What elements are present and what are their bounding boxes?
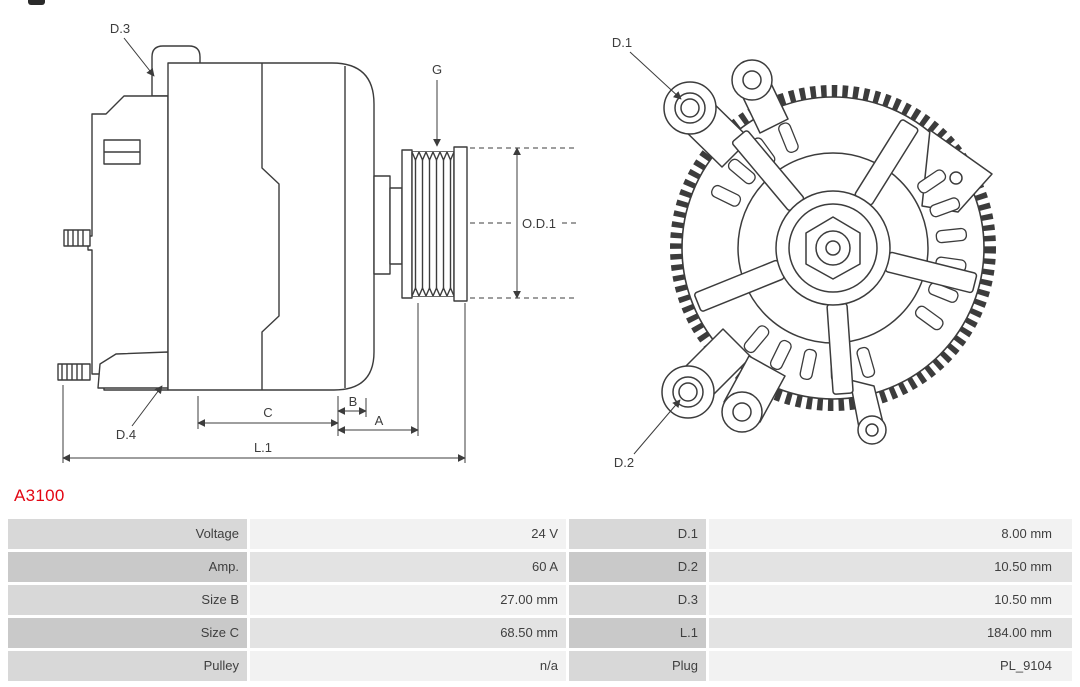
spec-value-cell: 24 V: [250, 519, 566, 549]
spec-label2-cell: L.1: [569, 618, 706, 648]
stator-teeth-ring: [670, 85, 996, 411]
housing-parting-line: [261, 63, 280, 390]
front-view: D.1 D.2: [612, 35, 996, 470]
dimension-lines: [62, 147, 580, 462]
spec-label-cell: Pulley: [8, 651, 247, 681]
alternator-drawing-svg: D.3 D.4 G O.D.1 C B A L.1: [57, 21, 996, 470]
label-d4: D.4: [116, 427, 136, 442]
spec-label2-cell: D.1: [569, 519, 706, 549]
spec-label2-cell: D.2: [569, 552, 706, 582]
mounting-lug-top: [731, 59, 789, 134]
spec-label2-cell: Plug: [569, 651, 706, 681]
bracket-spokes: [694, 119, 978, 395]
front-leader-lines: [629, 51, 682, 455]
label-a: A: [375, 413, 384, 428]
label-od1: O.D.1: [522, 216, 556, 231]
label-d3: D.3: [110, 21, 130, 36]
label-d1: D.1: [612, 35, 632, 50]
mounting-stud: [57, 363, 91, 381]
spec-value2-cell: 8.00 mm: [709, 519, 1072, 549]
label-d2: D.2: [614, 455, 634, 470]
spec-label2-cell: D.3: [569, 585, 706, 615]
terminal-stud: [63, 229, 91, 247]
spec-value-cell: n/a: [250, 651, 566, 681]
spec-value-cell: 68.50 mm: [250, 618, 566, 648]
leader-d3: [123, 37, 155, 77]
label-g: G: [432, 62, 442, 77]
leader-lines: [123, 37, 441, 427]
label-b: B: [349, 394, 358, 409]
spec-value2-cell: 184.00 mm: [709, 618, 1072, 648]
pulley: [401, 146, 468, 302]
main-housing: [167, 62, 375, 391]
spec-value2-cell: 10.50 mm: [709, 585, 1072, 615]
spec-label-cell: Voltage: [8, 519, 247, 549]
spec-value-cell: 27.00 mm: [250, 585, 566, 615]
label-c: C: [263, 405, 272, 420]
part-number: A3100: [14, 486, 65, 505]
spec-label-cell: Size B: [8, 585, 247, 615]
mounting-hole-d2: [678, 382, 698, 402]
shaft-spacer: [389, 187, 403, 265]
spec-value-cell: 60 A: [250, 552, 566, 582]
mounting-lug-bottom: [721, 355, 786, 433]
leader-d4: [131, 385, 163, 427]
spec-label-cell: Size C: [8, 618, 247, 648]
shaft-hub: [373, 175, 391, 275]
spec-value2-cell: PL_9104: [709, 651, 1072, 681]
side-view: D.3 D.4 G O.D.1 C B A L.1: [57, 21, 580, 463]
technical-drawing: D.3 D.4 G O.D.1 C B A L.1: [57, 21, 996, 470]
leader-d2: [633, 399, 681, 455]
spec-table: Voltage 24 V D.1 8.00 mm Amp. 60 A D.2 1…: [8, 519, 1072, 681]
spec-label-cell: Amp.: [8, 552, 247, 582]
label-l1: L.1: [254, 440, 272, 455]
spec-value2-cell: 10.50 mm: [709, 552, 1072, 582]
bottom-right-lug: [849, 379, 887, 445]
cropped-logo-fragment: [28, 0, 45, 5]
mounting-hole-d1: [680, 98, 700, 118]
leader-d1: [629, 51, 682, 100]
mounting-lug-d1: [663, 81, 751, 168]
rear-cover: [87, 95, 169, 391]
